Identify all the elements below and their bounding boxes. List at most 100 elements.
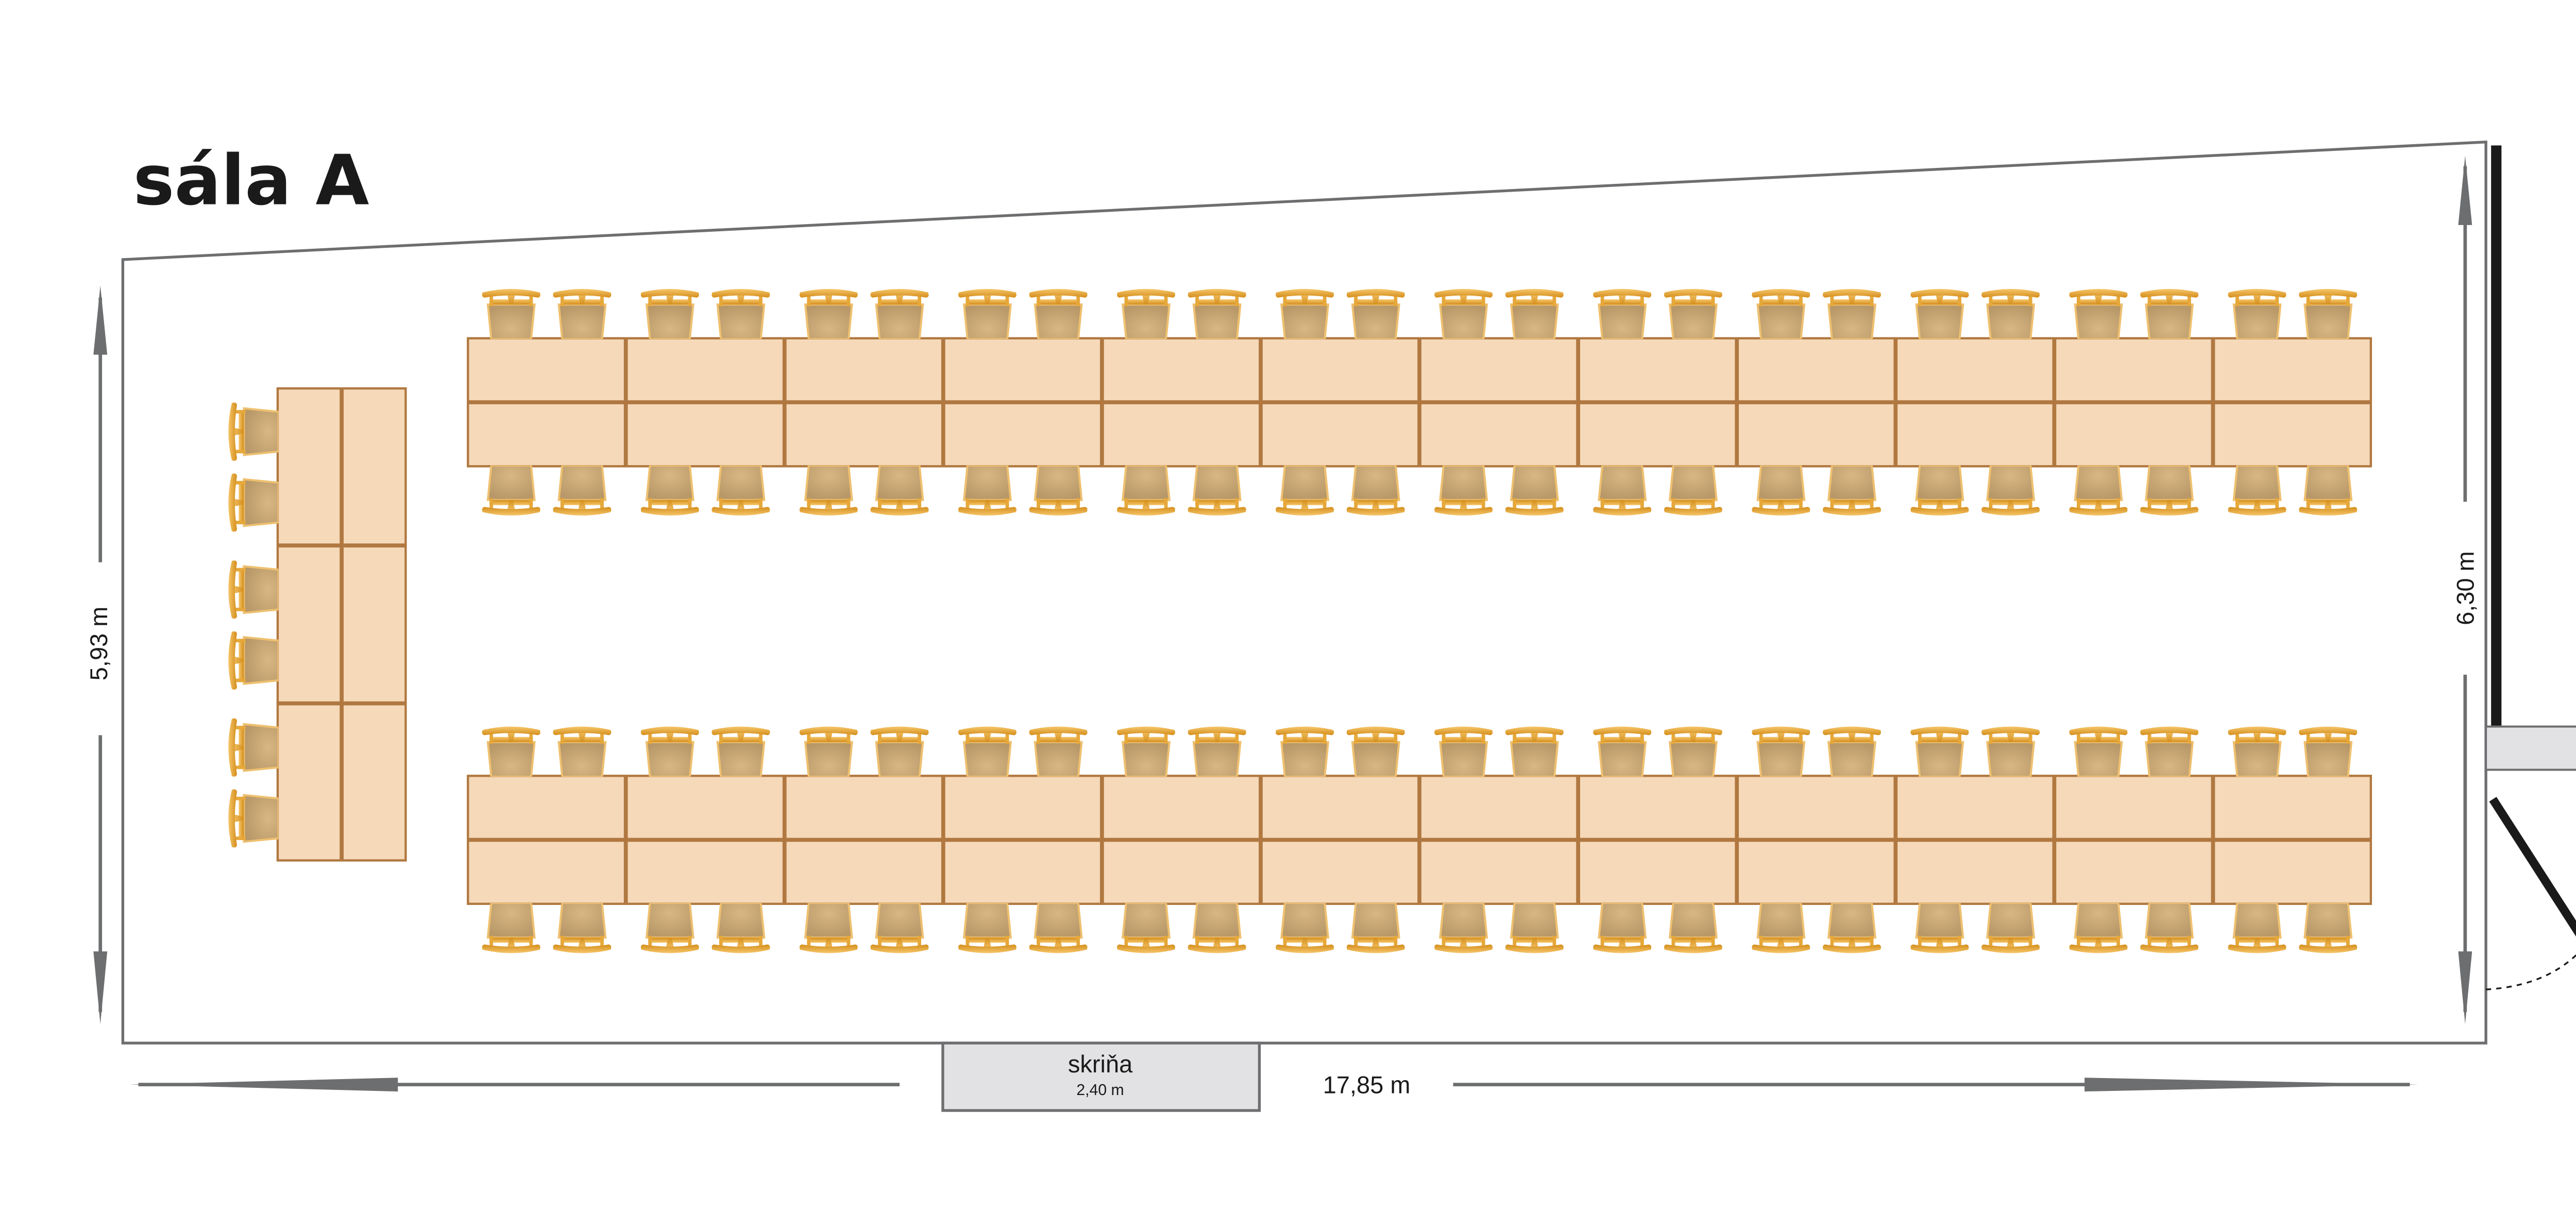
chair <box>871 289 929 339</box>
table <box>1101 337 1261 403</box>
chair <box>2228 466 2286 516</box>
dimension-left: 5,93 m <box>85 285 112 1024</box>
chair <box>1029 903 1088 953</box>
table <box>1419 402 1579 468</box>
table <box>943 337 1103 403</box>
table <box>1895 840 2055 905</box>
table <box>467 337 626 403</box>
chair <box>871 466 929 516</box>
cabinet: skriňa 2,40 m <box>941 1041 1261 1112</box>
chair <box>2140 466 2198 516</box>
arrow-down-icon <box>2458 951 2472 1024</box>
chair <box>711 903 770 953</box>
table <box>467 775 626 841</box>
chair <box>2299 466 2357 516</box>
chair <box>482 289 540 339</box>
chair <box>1823 903 1881 953</box>
chair <box>228 473 278 532</box>
chair <box>1276 727 1334 777</box>
chair <box>2069 903 2127 953</box>
table <box>1895 775 2055 841</box>
table <box>1260 840 1420 905</box>
chair <box>1188 289 1246 339</box>
chair <box>482 727 540 777</box>
chair <box>711 289 770 339</box>
arrow-down-icon <box>93 951 108 1024</box>
chair <box>1434 903 1493 953</box>
chair <box>1664 727 1722 777</box>
arrow-left-icon <box>129 1078 398 1092</box>
chair <box>2228 727 2286 777</box>
chair <box>1593 466 1651 516</box>
table <box>2054 402 2213 468</box>
table <box>943 840 1103 905</box>
chair <box>228 631 278 690</box>
chair <box>2299 903 2357 953</box>
arrow-up-icon <box>2458 156 2472 225</box>
table <box>1101 402 1261 468</box>
left-height-label: 5,93 m <box>85 607 112 681</box>
chair <box>1910 903 1969 953</box>
chair <box>553 289 611 339</box>
chair <box>1981 903 2040 953</box>
chair <box>228 403 278 461</box>
chair <box>1188 727 1246 777</box>
table <box>784 337 944 403</box>
chair <box>1910 727 1969 777</box>
table <box>625 840 785 905</box>
chair <box>2069 466 2127 516</box>
arrow-right-icon <box>2084 1078 2419 1092</box>
door[interactable] <box>2489 797 2576 945</box>
right-height-label: 6,30 m <box>2452 551 2479 625</box>
chair <box>228 719 278 777</box>
door-swing-arc <box>2486 954 2576 990</box>
table <box>341 545 407 704</box>
furniture <box>228 289 2372 953</box>
chair <box>1505 727 1564 777</box>
chair <box>1276 289 1334 339</box>
chair <box>1347 903 1405 953</box>
chair <box>1029 466 1088 516</box>
chair <box>1752 727 1810 777</box>
table <box>1578 402 1737 468</box>
table <box>625 337 785 403</box>
table <box>467 402 626 468</box>
chair <box>482 466 540 516</box>
chair <box>641 727 699 777</box>
table <box>341 703 407 862</box>
table <box>943 775 1103 841</box>
chair <box>228 789 278 847</box>
chair <box>958 727 1016 777</box>
chair <box>1347 466 1405 516</box>
chair <box>2069 289 2127 339</box>
chair <box>1434 727 1493 777</box>
chair <box>1823 727 1881 777</box>
chair <box>1117 289 1175 339</box>
chair <box>553 466 611 516</box>
chair <box>1823 289 1881 339</box>
cabinet-width: 2,40 m <box>1076 1082 1124 1099</box>
chair <box>1752 903 1810 953</box>
table <box>1895 337 2055 403</box>
arrow-up-icon <box>93 285 108 355</box>
chair <box>2140 903 2198 953</box>
chair <box>2140 289 2198 339</box>
table <box>784 840 944 905</box>
chair <box>1823 466 1881 516</box>
table <box>1736 840 1896 905</box>
chair <box>1664 289 1722 339</box>
chair <box>641 466 699 516</box>
chair <box>1188 903 1246 953</box>
table <box>2212 337 2372 403</box>
chair <box>553 903 611 953</box>
table <box>1419 337 1579 403</box>
chair <box>711 727 770 777</box>
table <box>1736 775 1896 841</box>
chair <box>482 903 540 953</box>
table <box>625 775 785 841</box>
chair <box>1029 727 1088 777</box>
table <box>625 402 785 468</box>
table <box>2212 402 2372 468</box>
table <box>1260 775 1420 841</box>
chair <box>1752 466 1810 516</box>
